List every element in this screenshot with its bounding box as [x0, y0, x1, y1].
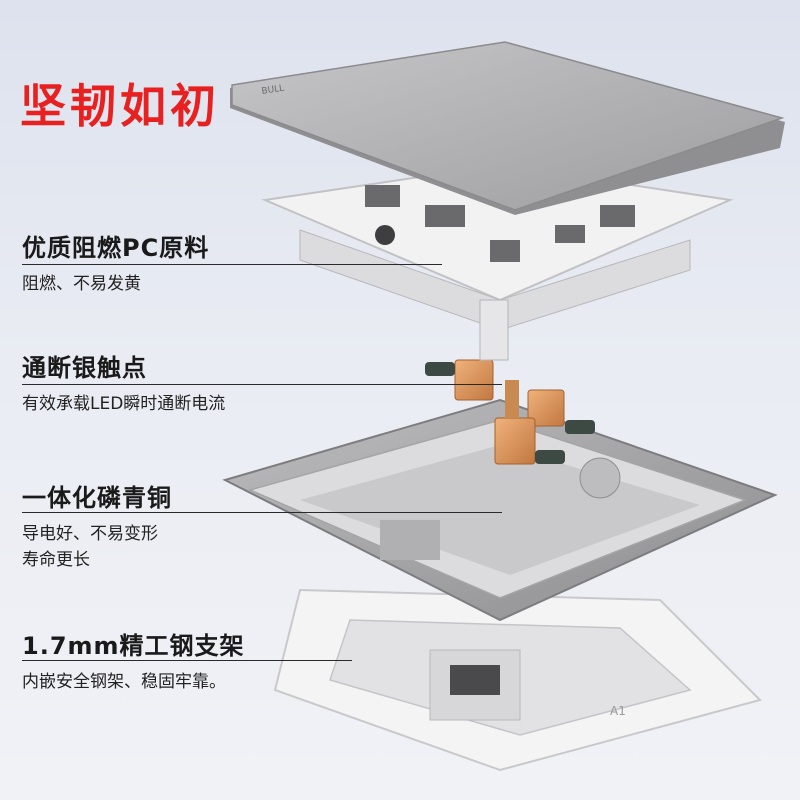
copper-contacts [425, 359, 595, 465]
silver-frame [222, 398, 778, 622]
pointer-line [22, 512, 502, 513]
feature-steel-bracket: 1.7mm精工钢支架 内嵌安全钢架、稳固牢靠。 [22, 626, 245, 695]
headline-title: 坚韧如初 [20, 79, 220, 133]
feature-description: 阻燃、不易发黄 [22, 271, 209, 297]
feature-pc-material: 优质阻燃PC原料 阻燃、不易发黄 [22, 228, 209, 297]
feature-heading: 优质阻燃PC原料 [22, 234, 210, 262]
pointer-line [22, 384, 502, 385]
feature-description: 导电好、不易变形 寿命更长 [22, 521, 172, 573]
feature-description: 有效承载LED瞬时通断电流 [22, 391, 225, 417]
feature-phosphor-bronze: 一体化磷青铜 导电好、不易变形 寿命更长 [22, 478, 172, 573]
feature-silver-contacts: 通断银触点 有效承载LED瞬时通断电流 [22, 348, 225, 417]
feature-description-line: 内嵌安全钢架、稳固牢靠。 [22, 672, 226, 692]
pc-base [261, 163, 734, 361]
feature-heading: 一体化磷青铜 [22, 484, 172, 512]
feature-heading: 通断银触点 [22, 354, 147, 382]
steel-bracket: A1 [273, 588, 762, 772]
pointer-line [22, 660, 352, 661]
feature-description-line: 有效承载LED瞬时通断电流 [22, 394, 226, 414]
feature-description: 内嵌安全钢架、稳固牢靠。 [22, 669, 245, 695]
feature-description-line: 阻燃、不易发黄 [22, 274, 141, 294]
brand-mark-text: BULL [261, 84, 285, 97]
feature-description-line: 寿命更长 [22, 550, 90, 570]
pointer-line [22, 264, 442, 265]
bracket-code-text: A1 [610, 704, 626, 718]
feature-description-line: 导电好、不易变形 [22, 524, 158, 544]
feature-heading: 1.7mm精工钢支架 [22, 632, 245, 660]
silver-cover-panel: BULL [230, 41, 785, 215]
